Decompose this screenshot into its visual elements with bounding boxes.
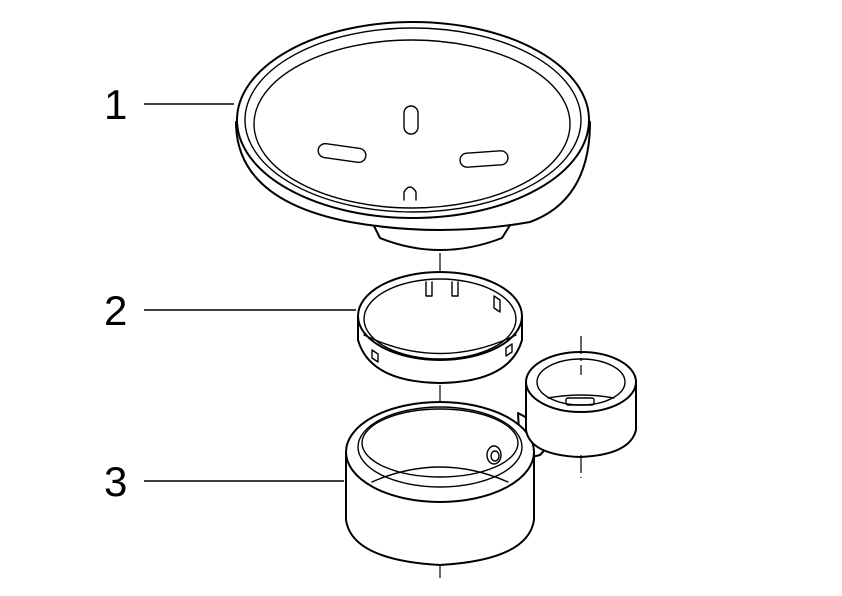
part-3-holder — [345, 336, 637, 566]
callout-number-3: 3 — [104, 458, 127, 505]
callout-number-2: 2 — [104, 287, 127, 334]
callout-1: 1 — [104, 81, 234, 128]
part-2-adapter-ring — [357, 271, 523, 384]
callout-number-1: 1 — [104, 81, 127, 128]
callout-3: 3 — [104, 458, 344, 505]
drain-slots — [317, 105, 509, 201]
callout-2: 2 — [104, 287, 356, 334]
part-1-soap-dish — [235, 21, 591, 251]
